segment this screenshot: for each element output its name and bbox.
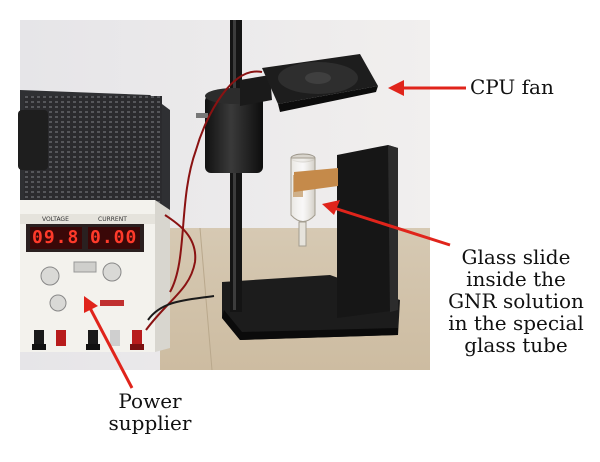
caption-band (20, 214, 155, 224)
current-lcd (88, 227, 140, 249)
current-readout: 0.00 (90, 227, 138, 248)
voltage-lcd (30, 227, 82, 249)
slide-holder-side (388, 145, 398, 312)
black-wire (147, 295, 215, 321)
tube-stem (298, 221, 307, 247)
mode-switch (73, 261, 97, 273)
glass-tube (290, 153, 338, 247)
table-seam (199, 227, 213, 371)
voltage-fine-knob (49, 294, 67, 312)
voltage-caption: VOLTAGE (42, 216, 69, 223)
side-panel (155, 200, 170, 352)
fan-arm (240, 75, 272, 106)
red-wire (169, 70, 263, 293)
gnr-tape (294, 168, 338, 192)
glass-slide-label: Glass slide inside the GNR solution in t… (448, 245, 584, 357)
current-caption: CURRENT (98, 216, 127, 223)
cpu-fan-label: CPU fan (470, 75, 554, 99)
fan-frame-edge (278, 86, 378, 112)
fan-hub (305, 72, 331, 84)
voltage-coarse-knob (40, 266, 60, 286)
power-supplier-label: Power supplier (108, 389, 192, 435)
stand (196, 20, 400, 340)
arrow-power-supplier-head (84, 296, 98, 313)
current-coarse-knob (102, 262, 122, 282)
stand-base-edge (222, 310, 398, 340)
red-wire-lower (145, 214, 197, 331)
annotation-arrows (84, 80, 466, 389)
cpu-fan (262, 54, 378, 112)
photo (18, 20, 430, 371)
arrow-glass-slide-head (322, 200, 340, 215)
slide-holder (337, 145, 398, 318)
power-supply (18, 90, 170, 352)
arrow-cpu-fan-head (388, 80, 404, 96)
voltage-readout: 09.8 (32, 227, 80, 248)
clamp-cylinder (205, 95, 263, 173)
handle (18, 110, 48, 170)
output-terminals (32, 330, 144, 350)
arrow-glass-slide (333, 206, 451, 247)
arrow-power-supplier (88, 307, 134, 389)
brand-label (100, 300, 124, 306)
clamp-screw (196, 113, 208, 118)
